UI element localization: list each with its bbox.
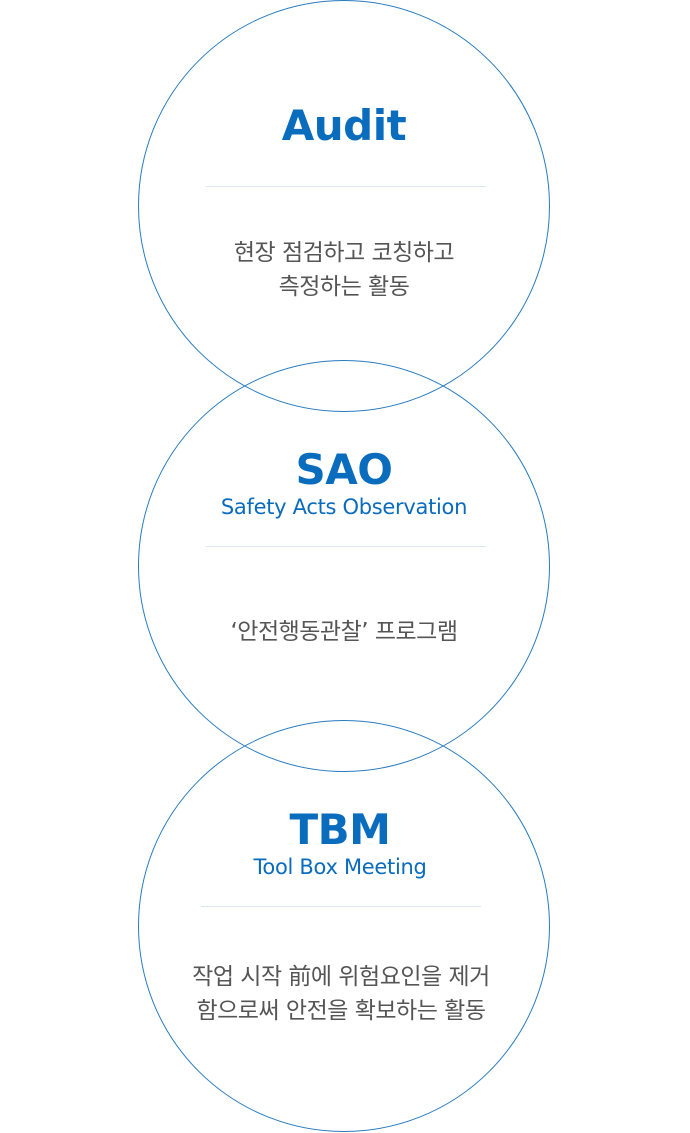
tbm-block: TBM Tool Box Meeting 작업 시작 前에 위험요인을 제거 함… <box>138 720 550 1132</box>
tbm-description: 작업 시작 前에 위험요인을 제거 함으로써 안전을 확보하는 활동 <box>135 960 547 1028</box>
tbm-circle <box>138 720 550 1132</box>
tbm-subtitle: Tool Box Meeting <box>253 855 427 879</box>
sao-subtitle: Safety Acts Observation <box>220 495 468 519</box>
audit-block: Audit 현장 점검하고 코칭하고 측정하는 활동 <box>138 0 550 412</box>
sao-title: SAO <box>295 445 393 494</box>
audit-description-line-1: 현장 점검하고 코칭하고 <box>233 240 455 266</box>
tbm-description-line-2: 함으로써 안전을 확보하는 활동 <box>196 998 486 1024</box>
sao-divider <box>206 546 486 547</box>
tbm-divider <box>201 906 481 907</box>
sao-description: ‘안전행동관찰’ 프로그램 <box>138 615 550 649</box>
sao-block: SAO Safety Acts Observation ‘안전행동관찰’ 프로그… <box>138 360 550 772</box>
audit-description-line-2: 측정하는 활동 <box>278 274 410 300</box>
audit-divider <box>206 186 486 187</box>
tbm-title: TBM <box>289 805 391 854</box>
tbm-description-line-1: 작업 시작 前에 위험요인을 제거 <box>192 964 490 990</box>
audit-title: Audit <box>281 101 407 150</box>
audit-description: 현장 점검하고 코칭하고 측정하는 활동 <box>138 236 550 304</box>
sao-description-line-1: ‘안전행동관찰’ 프로그램 <box>230 619 458 645</box>
